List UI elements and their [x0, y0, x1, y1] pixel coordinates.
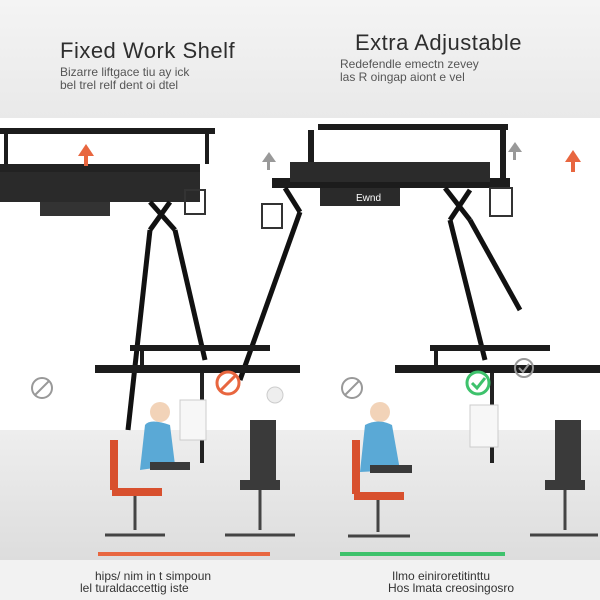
- bad-caption-1: hips/ nim in t simpoun: [95, 569, 212, 583]
- fixed-shelf-desk: [0, 128, 215, 431]
- bad-underline: [98, 552, 270, 556]
- left-subtitle-1: Bizarre liftgace tiu ay ick: [60, 65, 190, 79]
- footer-band: [0, 560, 600, 600]
- up-arrow-icon: [78, 144, 94, 166]
- adjustable-shelf-desk: Ewnd: [237, 124, 523, 381]
- bad-posture-scene: [95, 345, 300, 537]
- up-arrow-icon: [262, 152, 276, 170]
- good-posture-scene: [348, 345, 600, 538]
- desk-brand-label: Ewnd: [356, 193, 381, 204]
- bad-caption-2: lel turaldaccettig iste: [80, 581, 189, 595]
- header-band: [0, 0, 600, 118]
- left-subtitle-2: bel trel relf dent oi dtel: [60, 78, 179, 92]
- prohibit-icon: [215, 370, 241, 396]
- check-circle-icon: [514, 358, 534, 378]
- up-arrow-icon: [565, 150, 581, 172]
- good-caption-2: Hos lmata creosingosro: [388, 581, 515, 595]
- up-arrow-icon: [508, 142, 522, 160]
- prohibit-icon: [341, 377, 363, 399]
- right-subtitle-2: las R oingap aiont e vel: [340, 70, 465, 84]
- good-underline: [340, 552, 505, 556]
- left-title: Fixed Work Shelf: [60, 38, 236, 63]
- right-title: Extra Adjustable: [355, 30, 522, 55]
- good-caption-1: Ilmo einiroretitinttu: [392, 569, 491, 583]
- floor-background: [0, 430, 600, 560]
- prohibit-icon: [31, 377, 53, 399]
- right-subtitle-1: Redefendle emectn zevey: [340, 57, 479, 71]
- check-circle-icon: [465, 370, 491, 396]
